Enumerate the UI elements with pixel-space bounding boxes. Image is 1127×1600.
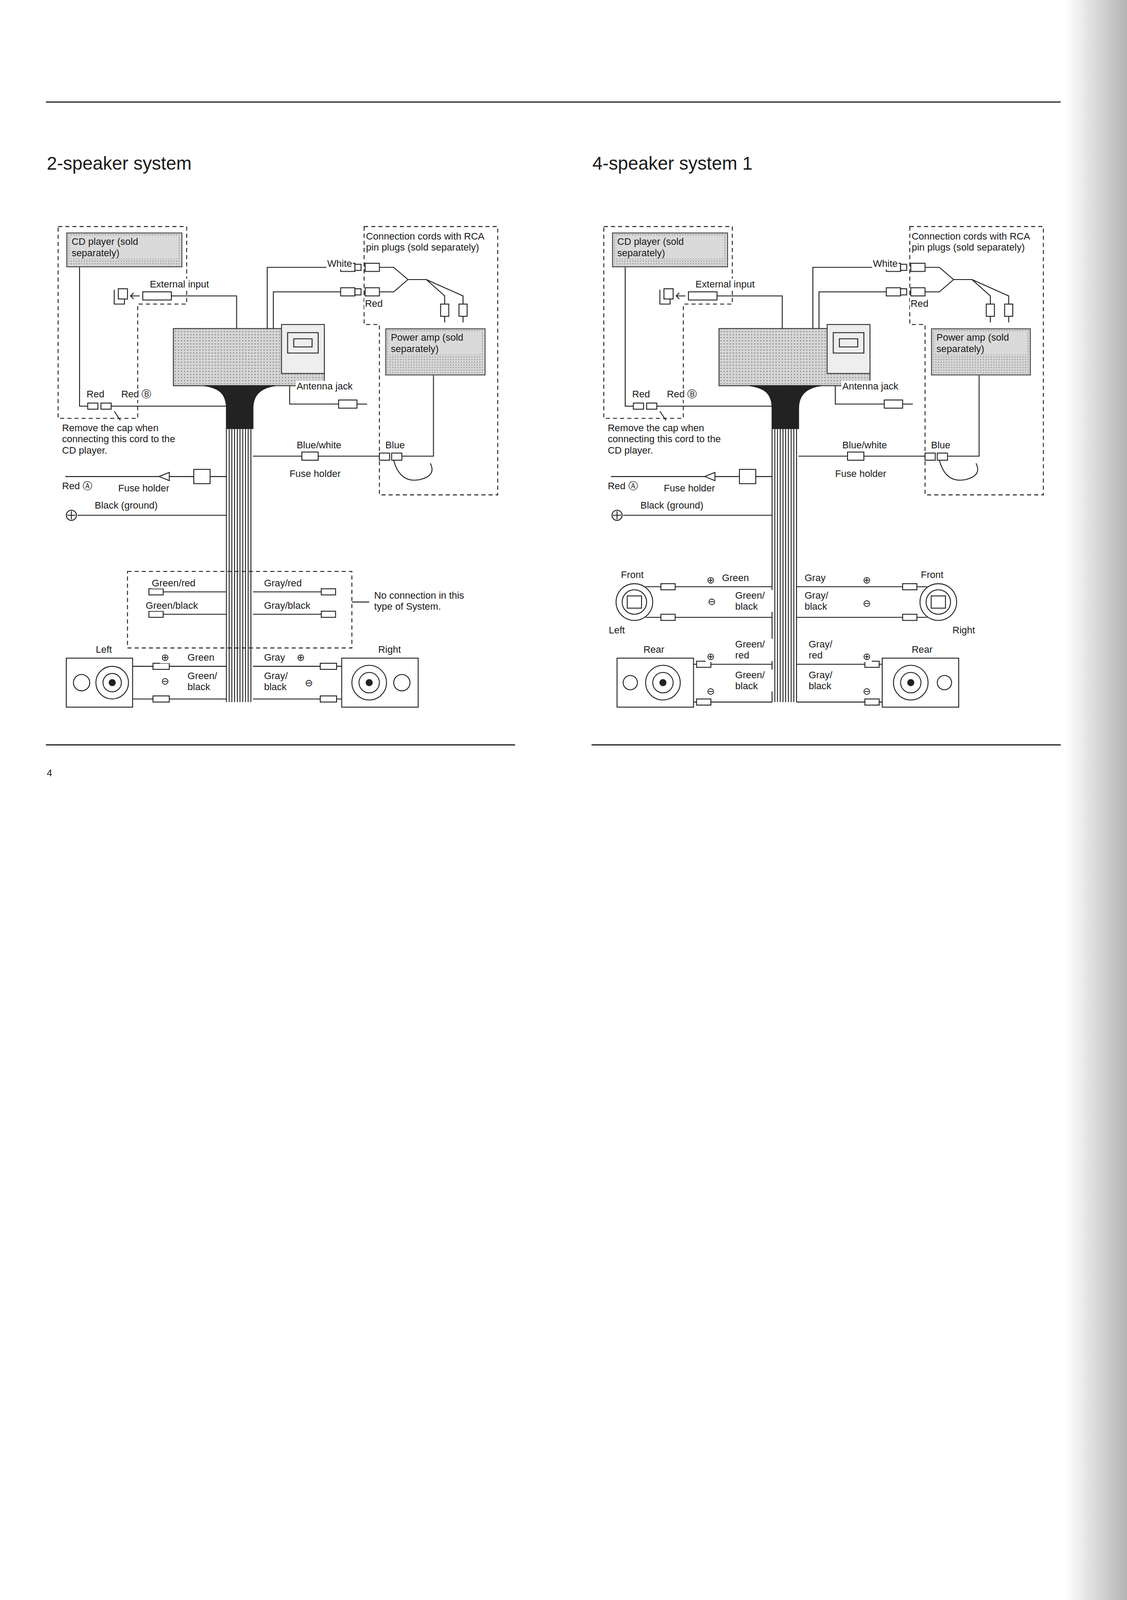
wire-label: Rear: [910, 643, 934, 655]
wire-label: ⊕: [861, 650, 872, 662]
wire-label: Red Ⓐ: [61, 480, 94, 492]
wire-label: Blue: [930, 439, 952, 451]
wire-label: Green: [721, 572, 750, 584]
wire-label: Connection cords with RCA pin plugs (sol…: [365, 230, 488, 254]
wire-label: Red: [631, 388, 651, 400]
wire-label: Remove the cap when connecting this cord…: [606, 422, 723, 456]
wire-label: ⊖: [861, 597, 872, 609]
wire-label: ⊖: [304, 677, 314, 689]
wire-label: ⊖: [706, 595, 717, 607]
wire-label: White: [872, 257, 899, 269]
wire-label: Antenna jack: [841, 380, 899, 392]
wire-label: Green/red: [151, 577, 197, 589]
wire-label: Black (ground): [94, 499, 159, 511]
box-label: Power amp (sold separately): [935, 331, 1027, 355]
section-title: 2-speaker system: [45, 152, 193, 174]
wire-label: ⊖: [705, 685, 716, 697]
wire-label: Fuse holder: [663, 482, 716, 494]
wire-label: Remove the cap when connecting this cord…: [61, 422, 178, 456]
wire-label: Front: [619, 568, 645, 580]
wire-label: Gray/red: [263, 577, 303, 589]
wire-label: Green/ red: [734, 638, 773, 661]
wire-label: ⊖: [159, 675, 170, 687]
wire-label: Red: [364, 297, 384, 309]
wire-label: ⊕: [861, 574, 872, 586]
wire-label: ⊕: [705, 650, 716, 662]
wire-label: Fuse holder: [288, 467, 342, 479]
wire-label: Green/black: [144, 599, 200, 611]
page-number: 4: [45, 767, 53, 779]
wire-label: Left: [607, 624, 626, 636]
wire-label: Green/ black: [734, 589, 773, 613]
wire-label: Black (ground): [639, 499, 704, 511]
wire-label: Blue/white: [841, 439, 888, 451]
head-unit-wiring: [603, 226, 1044, 572]
wire-label: Fuse holder: [834, 467, 888, 479]
wire-label: Right: [951, 624, 976, 636]
wire-label: Blue/white: [295, 439, 343, 451]
component-box: CD player (sold separately): [612, 232, 729, 268]
wire-label: Green: [186, 651, 216, 663]
section-title: 4-speaker system 1: [591, 152, 754, 174]
wire-label: Gray/ black: [803, 589, 841, 613]
wire-label: Red Ⓑ: [120, 388, 153, 400]
wire-label: External input: [694, 278, 756, 290]
scan-shadow: [1065, 0, 1127, 1600]
wire-label: Right: [377, 643, 402, 655]
component-box: Power amp (sold separately): [931, 328, 1031, 376]
box-label: Power amp (sold separately): [389, 331, 481, 355]
wire-label: Front: [920, 568, 945, 580]
wire-label: Blue: [384, 439, 406, 451]
wire-label: ⊖: [861, 685, 872, 697]
component-box: Power amp (sold separately): [385, 328, 486, 376]
box-label: CD player (sold separately): [70, 235, 178, 259]
wire-label: Gray/ black: [807, 669, 845, 692]
wire-label: Gray/ red: [807, 638, 845, 661]
wire-label: Gray: [803, 572, 827, 584]
wire-label: Red Ⓐ: [606, 480, 639, 492]
wire-label: Connection cords with RCA pin plugs (sol…: [910, 230, 1033, 254]
wire-label: Gray: [263, 651, 287, 663]
wire-label: Green/ black: [186, 670, 226, 693]
wire-label: Fuse holder: [117, 482, 171, 494]
wire-label: Gray/ black: [263, 670, 300, 693]
head-unit-wiring: [57, 226, 498, 572]
wire-label: Red: [909, 297, 930, 309]
wire-label: Red Ⓑ: [666, 388, 699, 400]
wire-label: Gray/black: [263, 599, 312, 611]
wire-label: ⊕: [705, 574, 716, 586]
wire-label: No connection in this type of System.: [373, 589, 468, 613]
wire-label: Green/ black: [734, 669, 773, 692]
wire-label: ⊕: [159, 651, 170, 663]
wire-label: ⊕: [295, 651, 306, 663]
wire-label: Red: [85, 388, 106, 400]
wire-label: Antenna jack: [295, 380, 354, 392]
wire-label: External input: [148, 278, 211, 290]
wire-label: Left: [94, 643, 113, 655]
component-box: CD player (sold separately): [66, 232, 183, 268]
wire-label: Rear: [642, 643, 666, 655]
speaker-wiring-2: [66, 571, 419, 707]
speaker-wiring-4: [616, 571, 959, 707]
wire-label: White: [326, 257, 353, 269]
box-label: CD player (sold separately): [616, 235, 724, 259]
page-rule: [45, 101, 1061, 745]
